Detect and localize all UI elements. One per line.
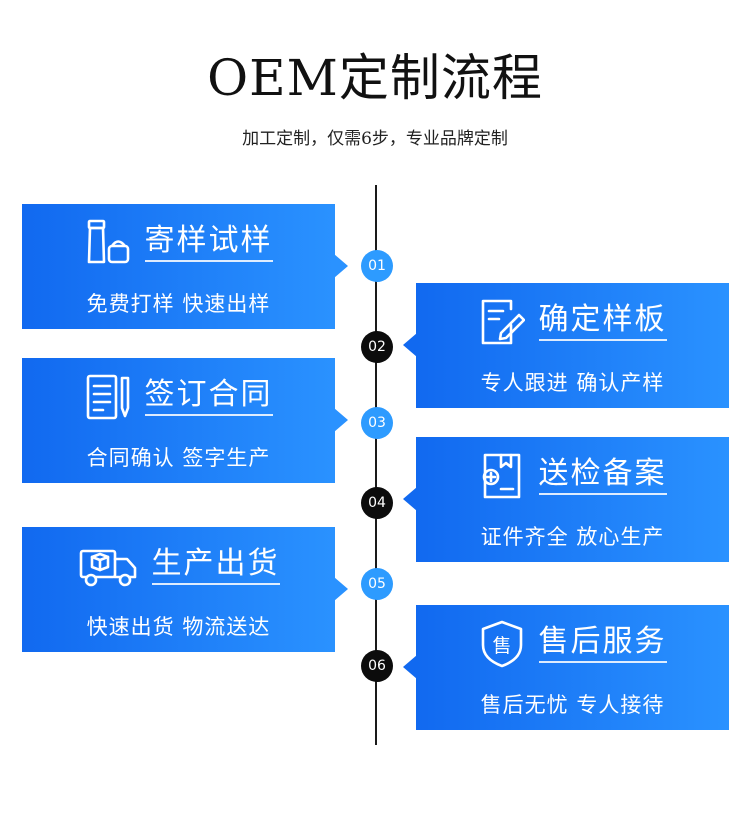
- step-title: 生产出货: [151, 546, 280, 586]
- step-node-01: 01: [361, 250, 393, 282]
- step-title: 签订合同: [144, 377, 273, 417]
- card-pointer: [403, 655, 417, 679]
- step-desc: 快速出货 物流送达: [86, 615, 271, 639]
- step-card-06: 售 售后服务 售后无忧 专人接待: [403, 605, 729, 730]
- card-pointer: [334, 254, 348, 278]
- step-node-04: 04: [361, 487, 393, 519]
- step-node-03: 03: [361, 407, 393, 439]
- step-head: 签订合同: [22, 372, 335, 422]
- step-title: 售后服务: [538, 624, 667, 664]
- step-title: 送检备案: [538, 456, 667, 496]
- step-card-02: 确定样板 专人跟进 确认产样: [403, 283, 729, 408]
- step-node-06: 06: [361, 650, 393, 682]
- step-desc: 售后无忧 专人接待: [480, 693, 665, 717]
- step-head: 寄样试样: [22, 218, 335, 268]
- step-card-03: 签订合同 合同确认 签字生产: [22, 358, 348, 483]
- step-head: 售 售后服务: [416, 619, 729, 669]
- step-title: 寄样试样: [144, 223, 273, 263]
- step-head: 生产出货: [22, 541, 335, 591]
- step-title: 确定样板: [538, 302, 667, 342]
- step-card-04: 送检备案 证件齐全 放心生产: [403, 437, 729, 562]
- step-card-05: 生产出货 快速出货 物流送达: [22, 527, 348, 652]
- timeline-line: [375, 185, 377, 745]
- step-desc: 证件齐全 放心生产: [480, 525, 665, 549]
- after-sales-shield-icon: 售: [481, 620, 522, 668]
- delivery-truck-icon: [79, 549, 136, 587]
- inspection-folder-icon: [482, 453, 520, 499]
- step-node-02: 02: [361, 331, 393, 363]
- contract-pen-icon: [86, 374, 129, 420]
- edit-document-icon: [481, 299, 525, 345]
- card-pointer: [403, 487, 417, 511]
- card-pointer: [334, 408, 348, 432]
- step-node-05: 05: [361, 568, 393, 600]
- step-head: 确定样板: [416, 297, 729, 347]
- page-title: OEM定制流程: [207, 49, 543, 107]
- sample-tube-icon: [87, 219, 129, 264]
- card-pointer: [403, 333, 417, 357]
- step-desc: 免费打样 快速出样: [86, 292, 271, 316]
- step-card-01: 寄样试样 免费打样 快速出样: [22, 204, 348, 329]
- step-desc: 合同确认 签字生产: [86, 446, 271, 470]
- page-subtitle: 加工定制，仅需6步，专业品牌定制: [242, 129, 508, 149]
- step-desc: 专人跟进 确认产样: [480, 371, 665, 395]
- after-sales-glyph: 售: [492, 635, 511, 657]
- step-head: 送检备案: [416, 451, 729, 501]
- card-pointer: [334, 577, 348, 601]
